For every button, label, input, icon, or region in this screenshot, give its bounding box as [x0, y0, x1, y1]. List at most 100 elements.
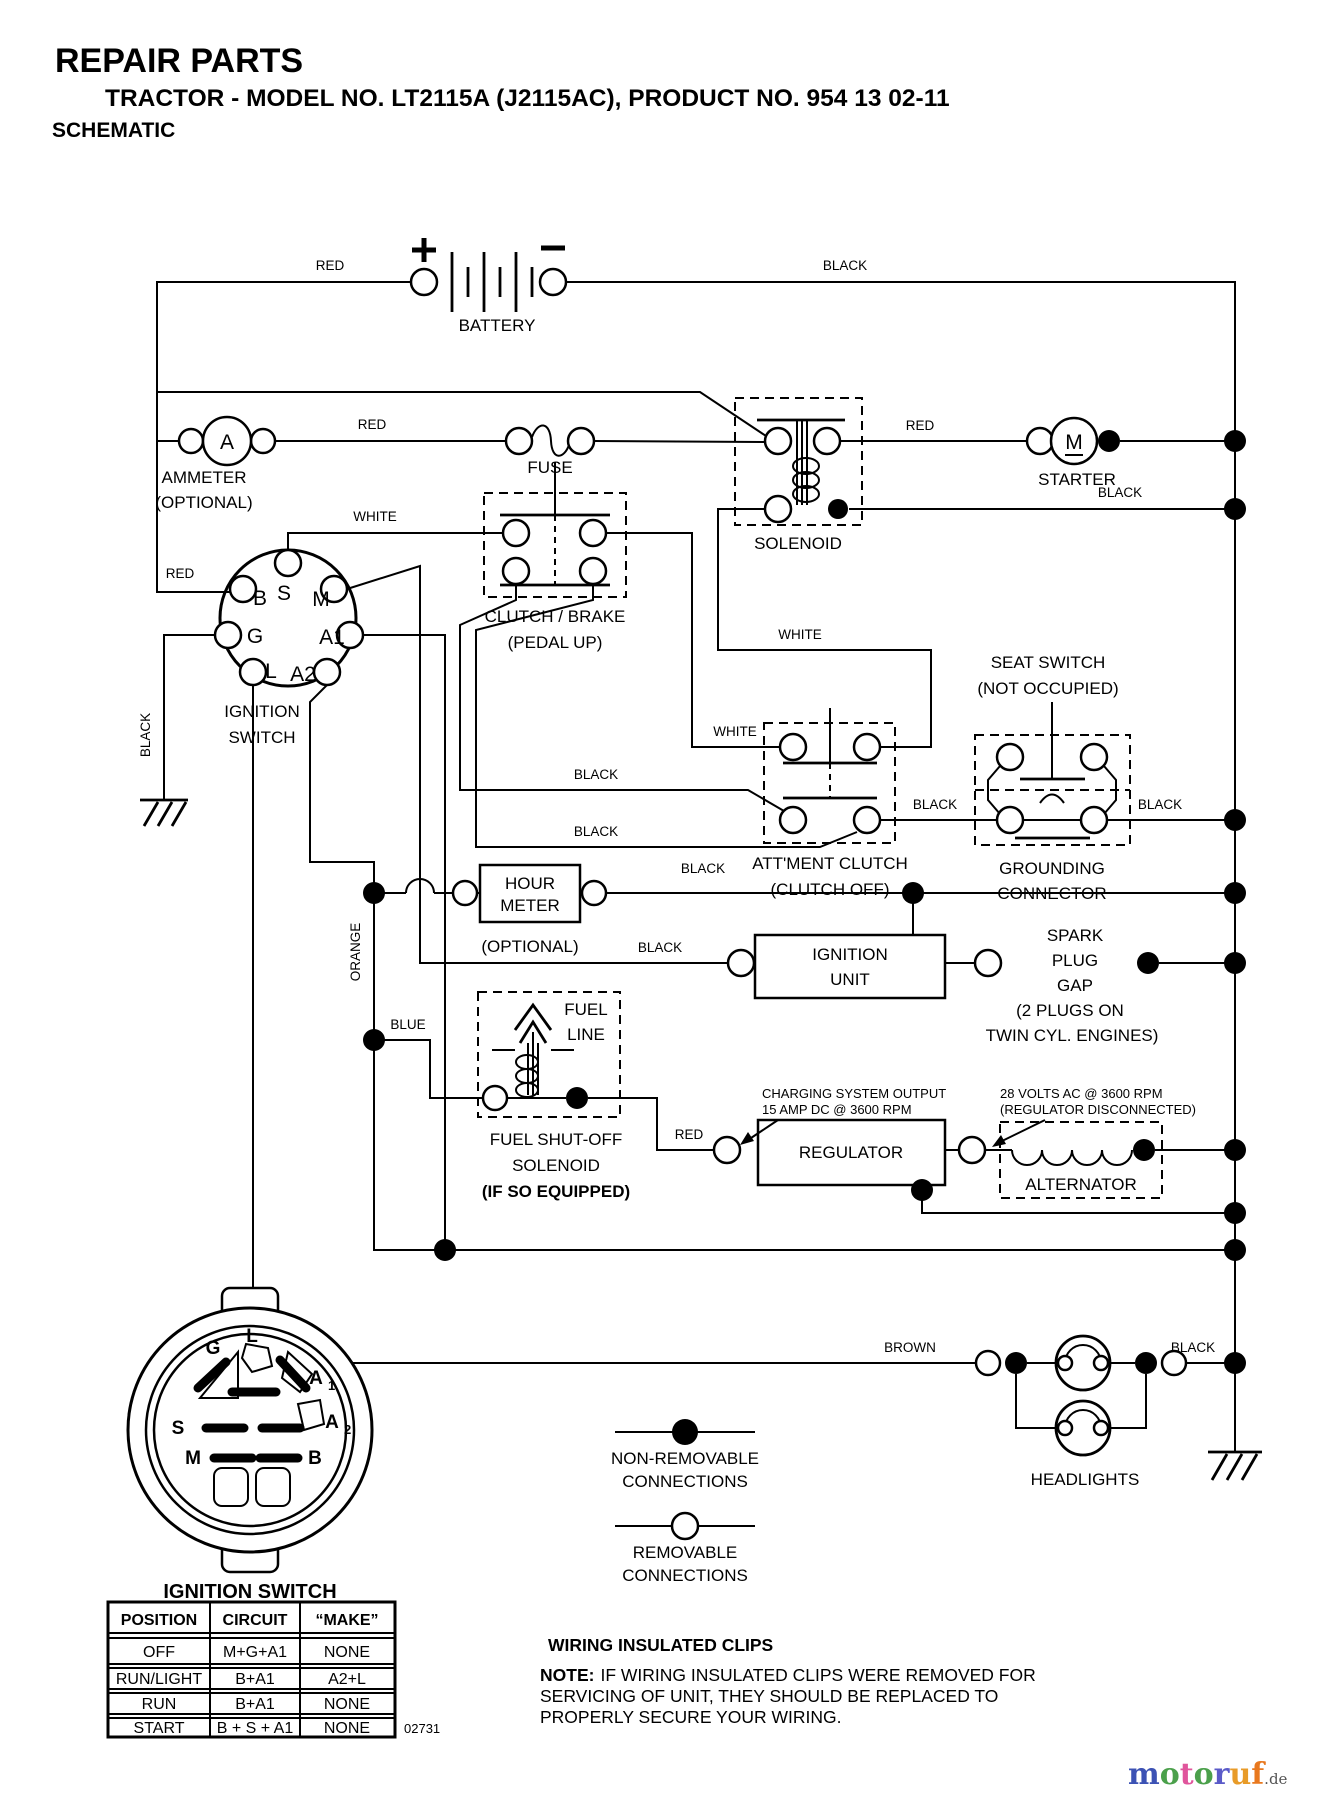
- spark-connection-dot: [1137, 952, 1159, 974]
- grounding-terminal: [995, 805, 1025, 835]
- solenoid-label: SOLENOID: [754, 534, 842, 553]
- wire-label-white: WHITE: [353, 509, 397, 524]
- spark-label4: (2 PLUGS ON: [1016, 1001, 1124, 1020]
- connector-keyway-shape: [213, 1467, 249, 1507]
- wire-g-ground: [163, 634, 215, 800]
- wire-label-red: RED: [675, 1127, 704, 1142]
- model-subtitle: TRACTOR - MODEL NO. LT2115A (J2115AC), P…: [105, 85, 950, 112]
- ignition-unit-label2: UNIT: [830, 970, 870, 989]
- fuse-terminal: [504, 426, 534, 456]
- headlights: HEADLIGHTS: [974, 1334, 1262, 1489]
- wire-label-black: BLACK: [681, 861, 725, 876]
- charging-note-line1: CHARGING SYSTEM OUTPUT: [762, 1086, 946, 1101]
- clutch-brake-switch: CLUTCH / BRAKE (PEDAL UP): [483, 462, 627, 652]
- fuel-arrow-outer: [513, 1002, 553, 1031]
- starter: M STARTER: [1025, 416, 1120, 489]
- hour-meter-terminal: [451, 879, 479, 907]
- terminal-s-label: S: [277, 582, 291, 605]
- solenoid-terminal: [812, 426, 842, 456]
- cell-position: OFF: [143, 1644, 175, 1661]
- headlight-branch: [1110, 1374, 1147, 1429]
- wire-a2-bottom-row: [309, 684, 1235, 1251]
- fuel-connection-dot: [566, 1087, 588, 1109]
- battery-positive-terminal: [409, 267, 439, 297]
- seat-switch-label2: (NOT OCCUPIED): [977, 679, 1118, 698]
- wire-right-bus: [566, 281, 1236, 1452]
- table-row: OFF M+G+A1 NONE: [143, 1644, 370, 1661]
- table-header-circuit: CIRCUIT: [223, 1612, 288, 1629]
- spark-label2: PLUG: [1052, 951, 1098, 970]
- spark-label5: TWIN CYL. ENGINES): [986, 1026, 1159, 1045]
- wire-label-black-vertical: BLACK: [138, 713, 153, 757]
- fuse-terminal: [566, 426, 596, 456]
- grounding-label2: CONNECTOR: [997, 884, 1106, 903]
- wire-color-labels: RED BLACK RED RED BLACK RED WHITE WHITE …: [138, 258, 1215, 1355]
- starter-symbol: [1049, 416, 1099, 466]
- table-header-position: POSITION: [121, 1612, 197, 1629]
- headlight-bulb-bottom: [1054, 1399, 1112, 1457]
- spark-label1: SPARK: [1047, 926, 1104, 945]
- detail-label-g: G: [206, 1338, 221, 1359]
- notes-heading: WIRING INSULATED CLIPS: [548, 1635, 773, 1655]
- solenoid-coil: [792, 485, 820, 503]
- cell-position: RUN/LIGHT: [116, 1671, 202, 1688]
- wiring-notes: WIRING INSULATED CLIPS NOTE:IF WIRING IN…: [540, 1635, 1036, 1727]
- connector-middle-ring: [144, 1324, 356, 1536]
- table-row: RUN/LIGHT B+A1 A2+L: [116, 1671, 366, 1688]
- regulator-terminal: [957, 1135, 987, 1165]
- schematic-label: SCHEMATIC: [52, 119, 175, 142]
- terminal-a2: [312, 657, 342, 687]
- notes-line2: SERVICING OF UNIT, THEY SHOULD BE REPLAC…: [540, 1686, 998, 1706]
- clutch-brake-label1: CLUTCH / BRAKE: [485, 607, 626, 626]
- table-border: [106, 1600, 397, 1739]
- wire-label-red: RED: [316, 258, 345, 273]
- terminal-l: [238, 657, 268, 687]
- wire-label-black: BLACK: [574, 767, 618, 782]
- solenoid-box: [734, 397, 863, 526]
- seat-switch-grounding: SEAT SWITCH (NOT OCCUPIED) GROUNDING CON…: [880, 653, 1235, 903]
- connector-pin-a1: [275, 1355, 311, 1393]
- notes-line1: NOTE:IF WIRING INSULATED CLIPS WERE REMO…: [540, 1665, 1036, 1685]
- volts-note-arrow: [999, 1119, 1046, 1143]
- wire-label-black: BLACK: [1171, 1340, 1215, 1355]
- hour-meter-terminal: [580, 879, 608, 907]
- ground-symbol-left: [140, 798, 188, 827]
- wire-battery-left-bus: [156, 281, 411, 593]
- fuse: FUSE: [504, 424, 596, 477]
- clutch-terminal: [501, 556, 531, 586]
- detail-label-a2: A: [325, 1412, 339, 1433]
- headlight-connection-dot: [1135, 1352, 1157, 1374]
- spark-label3: GAP: [1057, 976, 1093, 995]
- solenoid-plunger: [796, 420, 808, 505]
- wire-label-orange-vertical: ORANGE: [348, 923, 363, 982]
- watermark: motoruf.de: [1128, 1757, 1288, 1792]
- table-row: RUN B+A1 NONE: [142, 1696, 370, 1713]
- alternator-coil: [1011, 1149, 1133, 1166]
- wire-label-black: BLACK: [638, 940, 682, 955]
- switch-position-table: POSITION CIRCUIT “MAKE” OFF M+G+A1 NONE …: [106, 1600, 440, 1739]
- clutch-terminal: [501, 518, 531, 548]
- table-row-separator: [108, 1688, 395, 1694]
- cell-circuit: B+A1: [235, 1671, 275, 1688]
- connector-keyway-shape: [197, 1349, 239, 1399]
- legend-nonremovable1: NON-REMOVABLE: [611, 1449, 759, 1468]
- seat-switch-bracket-left: [987, 765, 1001, 815]
- cell-make: NONE: [324, 1644, 370, 1661]
- table-row-separator: [108, 1663, 395, 1669]
- wire-label-blue: BLUE: [390, 1017, 425, 1032]
- legend-removable1: REMOVABLE: [633, 1543, 738, 1562]
- connections-legend: NON-REMOVABLE CONNECTIONS REMOVABLE CONN…: [611, 1419, 759, 1585]
- volts-note-line1: 28 VOLTS AC @ 3600 RPM: [1000, 1086, 1163, 1101]
- watermark-letter: m: [1128, 1757, 1160, 1792]
- wire-label-white: WHITE: [778, 627, 822, 642]
- regulator: REGULATOR CHARGING SYSTEM OUTPUT 15 AMP …: [712, 1086, 987, 1201]
- junction-dots: [363, 430, 1246, 1374]
- alternator-connection-dot: [1133, 1139, 1155, 1161]
- ammeter-label: AMMETER: [162, 468, 247, 487]
- attachment-clutch-switch: ATT'MENT CLUTCH (CLUTCH OFF): [752, 708, 908, 899]
- cell-circuit: B+A1: [235, 1696, 275, 1713]
- solenoid-terminal: [763, 426, 793, 456]
- notes-bold-prefix: NOTE:: [540, 1665, 594, 1685]
- legend-nonremovable2: CONNECTIONS: [622, 1472, 748, 1491]
